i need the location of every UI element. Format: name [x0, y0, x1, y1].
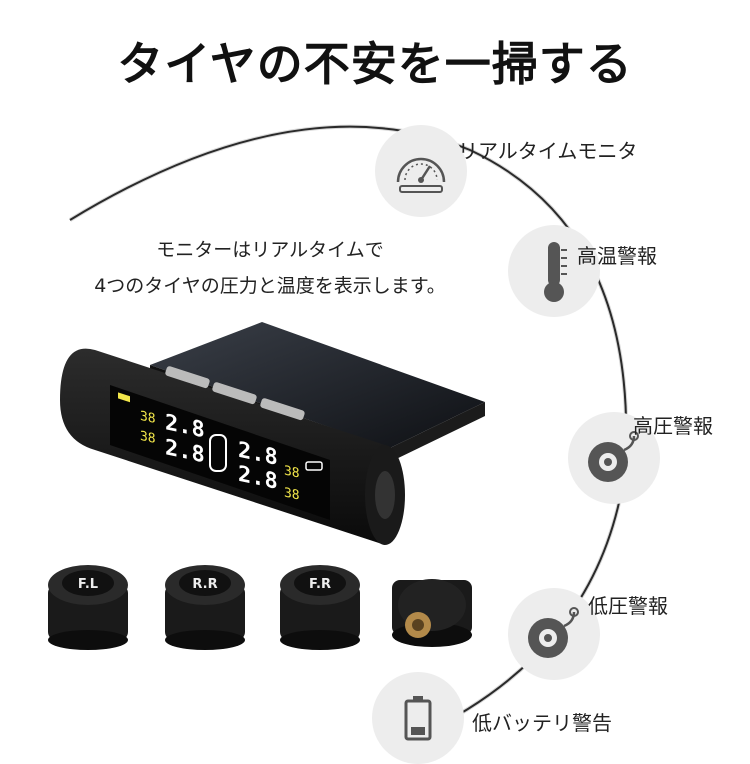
temp-front-left: 38 [140, 409, 156, 427]
feature-low-battery-circle [372, 672, 464, 764]
battery-indicator-icon [305, 461, 323, 471]
feature-label-high-temp: 高温警報 [577, 244, 657, 268]
sensor-label-fl: F.L [78, 577, 98, 592]
temp-rear-right: 38 [284, 485, 300, 503]
lcd-screen [110, 385, 330, 520]
sensor-label-rr: R.R [192, 577, 217, 592]
sensor-front-left: F.L [48, 565, 128, 650]
set-button[interactable] [212, 381, 258, 405]
feature-label-realtime: リアルタイムモニタ [458, 139, 638, 163]
power-button[interactable] [260, 397, 306, 421]
tire-gauge-icon [528, 607, 579, 658]
solar-panel [150, 322, 485, 448]
feature-high-temp-circle [508, 225, 600, 317]
sensor-rear-right: R.R [165, 565, 245, 650]
sensor-front-right: F.R [280, 565, 360, 650]
description-line-2: 4つのタイヤの圧力と温度を表示します。 [94, 275, 446, 297]
mode-button[interactable] [165, 365, 211, 389]
speedometer-icon [396, 157, 446, 193]
feature-label-low-pressure: 低圧警報 [588, 594, 668, 618]
thermometer-icon [544, 242, 567, 302]
car-icon [209, 434, 227, 472]
tire-gauge-icon [588, 431, 639, 482]
description: モニターはリアルタイムで 4つのタイヤの圧力と温度を表示します。 [70, 232, 470, 304]
temp-front-right: 38 [284, 463, 300, 481]
temp-rear-left: 38 [140, 429, 156, 447]
feature-high-pressure-circle [568, 412, 660, 504]
battery-icon [404, 696, 432, 741]
feature-low-pressure-circle [508, 588, 600, 680]
sensor-label-fr: F.R [309, 577, 331, 592]
page-title: タイヤの不安を一掃する [117, 37, 633, 91]
description-line-1: モニターはリアルタイムで [156, 239, 384, 261]
feature-label-high-pressure: 高圧警報 [633, 414, 713, 438]
sensor-underside [392, 579, 472, 647]
feature-label-low-battery: 低バッテリ警告 [472, 711, 612, 735]
feature-realtime-circle [375, 125, 467, 217]
